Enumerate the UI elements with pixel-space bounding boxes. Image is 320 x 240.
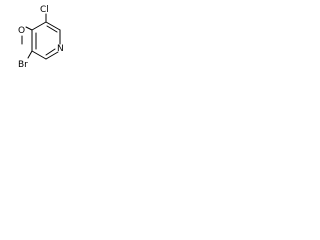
bond-c4-c5 <box>45 21 61 31</box>
bond-c3-o <box>25 26 33 31</box>
bond-c4-c5-double <box>46 25 58 33</box>
nitrogen-atom-label: N <box>57 44 64 54</box>
bond-c3-c4 <box>31 21 47 31</box>
bond-n-c2-double <box>45 48 56 56</box>
bond-c2-c1 <box>31 50 47 60</box>
bond-c1-br <box>27 50 33 59</box>
chemical-structure-diagram: Cl O N Br <box>18 5 64 70</box>
chlorine-atom-label: Cl <box>40 5 49 15</box>
bond-n-c2 <box>45 51 59 60</box>
bromine-atom-label: Br <box>18 60 28 70</box>
substituent-bonds <box>21 13 47 59</box>
pyridine-ring <box>31 21 61 60</box>
oxygen-atom-label: O <box>18 26 25 36</box>
